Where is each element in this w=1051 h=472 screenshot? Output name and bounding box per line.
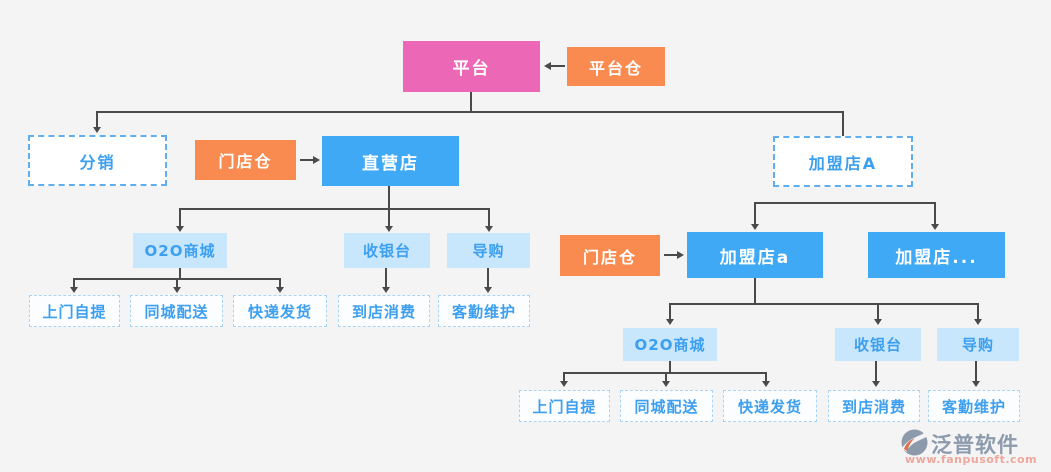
arrowhead-down-icon [974, 319, 982, 325]
node-pickup-right: 上门自提 [519, 390, 610, 422]
connector-line [179, 268, 181, 279]
connector-line [975, 361, 977, 382]
connector-line [934, 202, 936, 225]
connector-line [563, 372, 565, 381]
connector-line [754, 202, 756, 225]
node-o2o-mall-left: O2O商城 [133, 233, 227, 268]
connector-line [279, 278, 281, 288]
arrowhead-down-icon [385, 226, 393, 232]
node-express-left: 快递发货 [233, 295, 327, 327]
arrowhead-left-icon [544, 62, 551, 70]
arrowhead-down-icon [176, 226, 184, 232]
connector-line [551, 65, 565, 67]
connector-line [842, 111, 844, 136]
fanpu-logo-icon [901, 429, 928, 456]
connector-line [96, 111, 98, 129]
node-store-warehouse-left: 门店仓 [195, 140, 296, 180]
connector-line [665, 372, 667, 381]
connector-line [754, 202, 936, 204]
connector-line [488, 208, 490, 227]
connector-line [179, 208, 181, 227]
arrowhead-down-icon [485, 226, 493, 232]
connector-line [669, 303, 671, 320]
arrowhead-down-icon [972, 381, 980, 387]
connector-line [487, 268, 489, 288]
watermark-url: www.fanpusoft.com [905, 453, 1038, 466]
arrowhead-right-icon [677, 251, 684, 259]
arrowhead-down-icon [662, 381, 670, 387]
arrowhead-down-icon [173, 287, 181, 293]
node-franchise-store-A: 加盟店A [773, 136, 913, 187]
arrowhead-down-icon [276, 287, 284, 293]
arrowhead-down-icon [560, 381, 568, 387]
arrowhead-down-icon [931, 224, 939, 230]
node-city-delivery-left: 同城配送 [130, 295, 223, 327]
arrowhead-down-icon [872, 381, 880, 387]
node-o2o-mall-right: O2O商城 [623, 328, 717, 361]
arrowhead-down-icon [484, 287, 492, 293]
arrowhead-down-icon [666, 319, 674, 325]
node-platform-warehouse: 平台仓 [567, 47, 665, 86]
node-pickup-left: 上门自提 [29, 295, 120, 327]
arrowhead-down-icon [382, 287, 390, 293]
connector-line [96, 111, 844, 113]
connector-line [388, 186, 390, 228]
connector-line [669, 303, 979, 305]
connector-line [977, 303, 979, 320]
connector-line [385, 268, 387, 288]
arrowhead-right-icon [313, 156, 320, 164]
node-instore-right: 到店消费 [828, 390, 920, 422]
node-franchise-store-a: 加盟店a [687, 232, 823, 278]
node-care-right: 客勤维护 [928, 390, 1020, 422]
node-direct-store: 直营店 [322, 136, 459, 186]
arrowhead-down-icon [874, 319, 882, 325]
connector-line [877, 303, 879, 320]
node-cashier-right: 收银台 [835, 328, 921, 361]
connector-line [300, 159, 314, 161]
connector-line [73, 278, 75, 288]
arrowhead-down-icon [93, 127, 101, 133]
connector-line [664, 254, 678, 256]
node-platform: 平台 [403, 41, 540, 92]
connector-line [765, 372, 767, 381]
arrowhead-down-icon [70, 287, 78, 293]
node-distribution: 分销 [28, 135, 167, 186]
connector-line [875, 361, 877, 382]
node-instore-left: 到店消费 [338, 295, 430, 327]
node-city-delivery-right: 同城配送 [620, 390, 713, 422]
node-shopping-guide-right: 导购 [937, 328, 1019, 361]
node-store-warehouse-right: 门店仓 [560, 235, 660, 276]
node-shopping-guide-left: 导购 [447, 233, 530, 268]
node-express-right: 快递发货 [723, 390, 817, 422]
connector-line [470, 92, 472, 112]
arrowhead-down-icon [751, 224, 759, 230]
node-cashier-left: 收银台 [344, 233, 430, 268]
watermark-brand: 泛普软件 [931, 433, 1019, 457]
connector-line [669, 361, 671, 373]
node-franchise-store-more: 加盟店... [868, 232, 1005, 278]
node-care-left: 客勤维护 [438, 295, 530, 327]
connector-line [754, 278, 756, 305]
arrowhead-down-icon [762, 381, 770, 387]
connector-line [176, 278, 178, 288]
connector-line [179, 208, 490, 210]
